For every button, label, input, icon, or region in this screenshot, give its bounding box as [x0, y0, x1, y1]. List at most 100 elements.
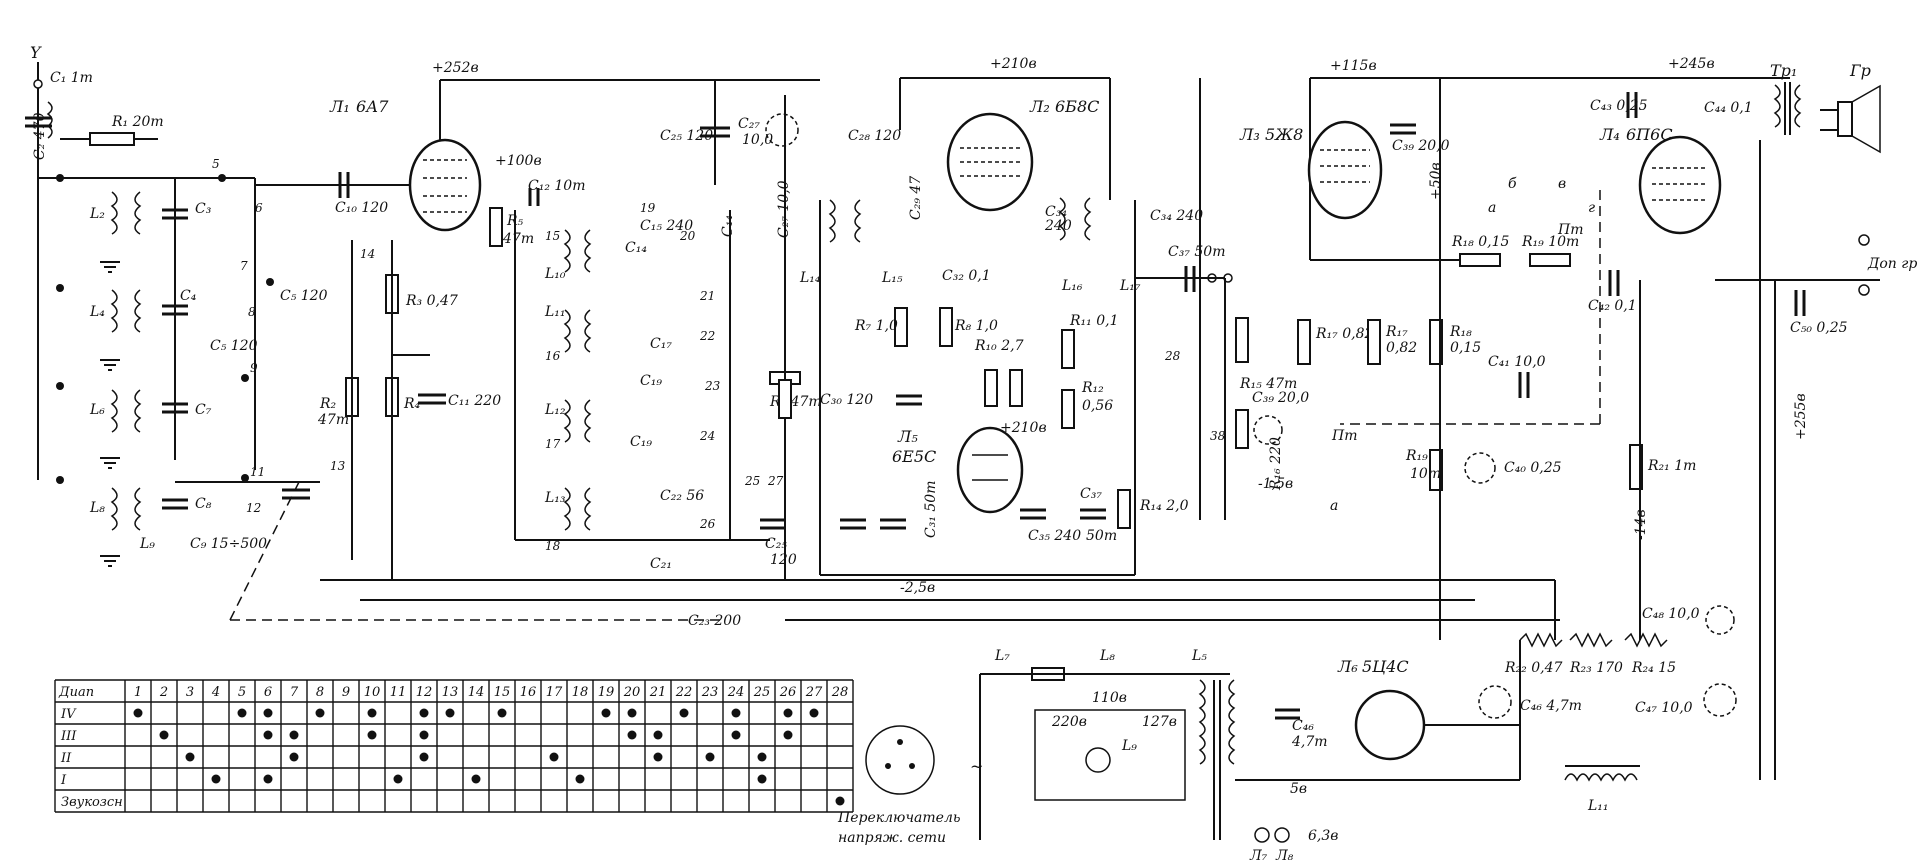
svg-text:C₄₆ 4,7т: C₄₆ 4,7т — [1520, 698, 1582, 714]
table-column-header: 19 — [598, 685, 615, 700]
tr2-label: L₅ — [1191, 648, 1207, 664]
table-column-header: 12 — [416, 685, 433, 700]
table-column-header: 17 — [546, 685, 563, 700]
svg-text:+255в: +255в — [1793, 393, 1809, 440]
l1-type: 6А7 — [356, 97, 389, 116]
table-contact-dot — [445, 708, 455, 718]
svg-text:~: ~ — [970, 757, 983, 776]
svg-text:C₂₇: C₂₇ — [738, 116, 760, 132]
l6-ref: Л₆ — [1337, 657, 1358, 676]
svg-text:C₂₂ 56: C₂₂ 56 — [660, 488, 704, 504]
l1-ref: Л₁ — [329, 97, 350, 116]
svg-text:C₂₁: C₂₁ — [650, 556, 672, 572]
table-contact-dot — [835, 796, 845, 806]
svg-text:R₅ 47т: R₅ 47т — [769, 394, 822, 410]
svg-text:120: 120 — [770, 552, 797, 568]
l6-type: 5Ц4С — [1362, 657, 1409, 676]
svg-text:23: 23 — [704, 379, 721, 393]
choke-icon — [1564, 773, 1638, 782]
table-column-header: 20 — [623, 685, 641, 700]
svg-text:C₂₇ 10,0: C₂₇ 10,0 — [776, 180, 792, 238]
svg-text:28: 28 — [1164, 349, 1181, 363]
svg-text:C₅₀ 0,25: C₅₀ 0,25 — [1790, 320, 1848, 336]
svg-text:22: 22 — [699, 329, 715, 343]
svg-text:5: 5 — [212, 157, 220, 171]
antenna-input: Y C₁ 1т C₂ 470 R₁ 20т — [25, 43, 164, 480]
table-contact-dot — [497, 708, 507, 718]
svg-text:C₂₅ 120: C₂₅ 120 — [660, 128, 713, 144]
svg-text:8: 8 — [248, 305, 256, 319]
svg-text:C₄₇ 10,0: C₄₇ 10,0 — [1635, 700, 1693, 716]
svg-text:C₄₂ 0,1: C₄₂ 0,1 — [1588, 298, 1637, 314]
table-column-header: 9 — [342, 685, 350, 700]
table-contact-dot — [757, 752, 767, 762]
svg-text:г: г — [1588, 200, 1595, 216]
table-contact-dot — [237, 708, 247, 718]
svg-text:R₃ 0,47: R₃ 0,47 — [405, 293, 458, 309]
svg-text:C₂₈ 120: C₂₈ 120 — [848, 128, 901, 144]
table-column-header: 26 — [779, 685, 797, 700]
svg-text:21: 21 — [699, 289, 715, 303]
svg-text:C₃₄: C₃₄ — [1045, 204, 1067, 220]
table-column-header: 18 — [572, 685, 589, 700]
table-column-header: 14 — [468, 685, 485, 700]
svg-text:R₂: R₂ — [319, 396, 337, 412]
switch-caption-line1: Переключатель — [837, 810, 961, 826]
svg-text:47т: 47т — [317, 412, 349, 428]
svg-text:110в: 110в — [1092, 690, 1127, 706]
svg-text:R₁₉ 10т: R₁₉ 10т — [1521, 234, 1579, 250]
svg-text:C₃₁ 50т: C₃₁ 50т — [923, 481, 939, 538]
tube-l3-envelope — [1307, 120, 1383, 220]
table-column-header: 22 — [675, 685, 693, 700]
svg-text:R₂₁ 1т: R₂₁ 1т — [1647, 458, 1696, 474]
svg-text:C₅ 120: C₅ 120 — [210, 338, 258, 354]
supply-210: +210в — [990, 56, 1037, 72]
table-contact-dot — [705, 752, 715, 762]
table-column-header: 2 — [159, 685, 168, 700]
resistor-r1 — [89, 132, 135, 146]
svg-text:C₂₃ 200: C₂₃ 200 — [688, 613, 741, 629]
svg-text:15: 15 — [545, 229, 560, 243]
svg-text:12: 12 — [246, 501, 261, 515]
tube-l4-output: +245в Л₄ 6П6С C₄₃ 0,25 C₄₄ 0,1 C₄₂ 0,1 Т… — [1588, 56, 1917, 780]
svg-text:C₄₀ 0,25: C₄₀ 0,25 — [1504, 460, 1562, 476]
svg-text:C₃: C₃ — [195, 201, 212, 217]
table-row-label: IV — [60, 707, 77, 722]
svg-text:18: 18 — [545, 539, 561, 553]
fuse-label: L₇ — [994, 648, 1010, 664]
pt-lower-label: Пт — [1331, 428, 1357, 444]
svg-text:C₄₃ 0,25: C₄₃ 0,25 — [1590, 98, 1648, 114]
tube-l1-envelope — [408, 138, 482, 232]
svg-text:17: 17 — [545, 437, 561, 451]
svg-text:19: 19 — [640, 201, 656, 215]
table-contact-dot — [783, 730, 793, 740]
table-column-header: 3 — [186, 685, 194, 700]
table-contact-dot — [367, 730, 377, 740]
l4-ref: Л₄ — [1599, 125, 1620, 144]
supply-100: +100в — [495, 153, 542, 169]
svg-text:C₄₆: C₄₆ — [1292, 718, 1314, 734]
c11-label: C₁₀ 120 — [335, 200, 388, 216]
svg-text:C₃₉: C₃₉ — [1252, 390, 1274, 406]
svg-text:27: 27 — [767, 474, 784, 488]
table-column-header: 21 — [649, 685, 667, 700]
r1-label: R₁ 20т — [111, 114, 164, 130]
svg-text:-1,5в: -1,5в — [1258, 476, 1293, 492]
svg-text:C₇: C₇ — [195, 402, 212, 418]
svg-text:б: б — [1508, 176, 1517, 192]
svg-text:C₁₂ 10т: C₁₂ 10т — [528, 178, 585, 194]
table-column-header: 23 — [701, 685, 719, 700]
svg-text:C₂₉ 47: C₂₉ 47 — [908, 176, 924, 220]
svg-text:L₉: L₉ — [139, 536, 155, 552]
svg-text:C₃₇ 50т: C₃₇ 50т — [1168, 244, 1225, 260]
bus-wires — [229, 78, 1641, 640]
table-contact-dot — [393, 774, 403, 784]
svg-text:11: 11 — [250, 465, 265, 479]
table-contact-dot — [211, 774, 221, 784]
table-row-label: II — [60, 751, 72, 766]
svg-text:C₂₅: C₂₅ — [765, 536, 787, 552]
table-contact-dot — [263, 774, 273, 784]
